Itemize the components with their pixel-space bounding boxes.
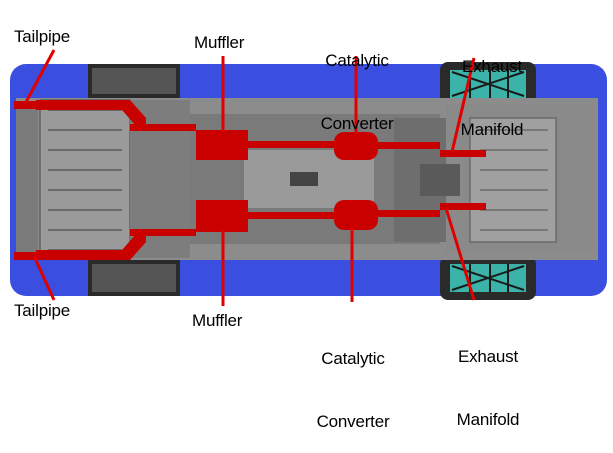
label-muffler-top: Muffler [194, 33, 245, 52]
leader-tailpipe-bottom [32, 255, 56, 301]
catalytic-converter-bottom [334, 200, 378, 230]
leader-manifold-bottom [444, 207, 476, 301]
label-muffler-bottom: Muffler [192, 311, 243, 330]
label-catalytic-bottom: Catalytic Converter [296, 306, 410, 453]
label-catalytic-top-line1: Catalytic [325, 51, 389, 70]
label-catalytic-top: Catalytic Converter [300, 8, 414, 155]
label-tailpipe-bottom: Tailpipe [14, 301, 71, 320]
label-manifold-bottom-line2: Manifold [456, 410, 520, 429]
label-catalytic-bottom-line2: Converter [316, 412, 390, 431]
label-manifold-top: Exhaust Manifold [436, 14, 548, 161]
label-manifold-bottom-line1: Exhaust [457, 347, 519, 366]
label-tailpipe-top: Tailpipe [14, 27, 71, 46]
label-catalytic-top-line2: Converter [320, 114, 394, 133]
label-manifold-top-line1: Exhaust [461, 57, 523, 76]
exhaust-manifold-bottom [440, 203, 486, 210]
tailpipe-top-tip [14, 101, 36, 109]
label-manifold-bottom: Exhaust Manifold [432, 304, 544, 451]
leader-manifold-top [450, 57, 476, 153]
exhaust-system-diagram [10, 49, 607, 306]
catalytic-converter-top [334, 132, 378, 160]
leader-tailpipe-top [24, 49, 56, 103]
label-manifold-top-line2: Manifold [460, 120, 524, 139]
rear-left-tire [88, 64, 180, 98]
label-catalytic-bottom-line1: Catalytic [321, 349, 385, 368]
exhaust-system [14, 100, 486, 260]
front-right-tire [440, 256, 536, 300]
muffler-top [196, 130, 248, 160]
exhaust-manifold-top [440, 150, 486, 157]
leader-lines [24, 49, 476, 306]
rear-right-tire [88, 260, 180, 296]
muffler-bottom [196, 200, 248, 232]
tailpipe-bottom-tip [14, 252, 36, 260]
